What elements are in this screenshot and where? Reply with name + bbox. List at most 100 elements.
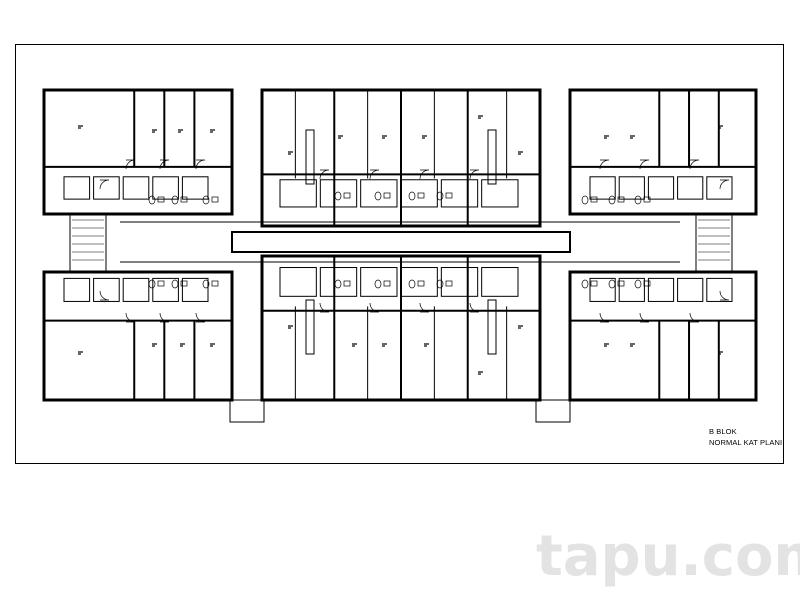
bathroom <box>152 176 179 200</box>
bathroom <box>93 277 120 302</box>
kitchen-counter <box>487 299 497 355</box>
sink-fixture <box>417 192 425 199</box>
toilet-fixture <box>374 191 382 201</box>
sink-fixture <box>180 196 188 203</box>
toilet-fixture <box>634 279 642 289</box>
sink-fixture <box>211 280 219 287</box>
bathroom <box>400 179 438 208</box>
door-swing <box>469 302 480 313</box>
bathroom <box>63 277 91 302</box>
bathroom <box>481 267 519 297</box>
wing-outline <box>568 88 758 216</box>
sink-fixture <box>211 196 219 203</box>
bathroom <box>589 176 616 200</box>
door-swing <box>99 290 110 301</box>
bathroom <box>122 277 150 302</box>
toilet-fixture <box>171 195 179 205</box>
bathroom <box>677 176 704 200</box>
wing-outline <box>42 270 234 402</box>
bathroom <box>400 267 438 297</box>
toilet-fixture <box>374 279 382 289</box>
toilet-fixture <box>171 279 179 289</box>
door-swing <box>419 169 430 180</box>
stair-core <box>695 213 733 273</box>
door-swing <box>319 302 330 313</box>
door-swing <box>125 159 136 170</box>
bathroom <box>63 176 91 200</box>
corridor <box>231 231 571 253</box>
toilet-fixture <box>334 191 342 201</box>
door-swing <box>319 169 330 180</box>
sink-fixture <box>343 280 351 287</box>
sanitary-fixtures <box>148 191 651 289</box>
bathroom <box>319 179 358 208</box>
toilet-fixture <box>608 279 616 289</box>
door-swing <box>719 179 730 190</box>
plan-caption: B BLOK NORMAL KAT PLANI <box>709 426 782 448</box>
bathroom <box>647 176 675 200</box>
drawing-frame <box>15 44 784 464</box>
door-swing <box>369 169 380 180</box>
toilet-fixture <box>436 279 444 289</box>
toilet-fixture <box>202 279 210 289</box>
door-swing <box>159 312 170 323</box>
bathroom <box>279 267 317 297</box>
bathroom <box>706 176 733 200</box>
bathroom <box>181 277 209 302</box>
sink-fixture <box>383 280 391 287</box>
kitchen-counter <box>305 129 315 185</box>
kitchen-counter <box>305 299 315 355</box>
plan-title: NORMAL KAT PLANI <box>709 438 783 447</box>
bathroom <box>589 277 616 302</box>
sink-fixture <box>157 280 165 287</box>
sink-fixture <box>643 280 651 287</box>
toilet-fixture <box>408 279 416 289</box>
bathroom <box>706 277 733 302</box>
bathroom <box>181 176 209 200</box>
door-swing <box>719 290 730 301</box>
balcony <box>535 399 571 423</box>
balcony <box>229 399 265 423</box>
bathroom <box>618 277 645 302</box>
bathroom <box>360 267 398 297</box>
door-swing <box>99 179 110 190</box>
door-swing <box>639 312 650 323</box>
door-swing <box>599 312 610 323</box>
door-swings <box>99 159 730 323</box>
sink-fixture <box>643 196 651 203</box>
sink-fixture <box>617 280 625 287</box>
toilet-fixture <box>148 279 156 289</box>
toilet-fixture <box>436 191 444 201</box>
bathroom <box>122 176 150 200</box>
door-swing <box>689 312 700 323</box>
sink-fixture <box>445 192 453 199</box>
kitchen-counter <box>487 129 497 185</box>
door-swing <box>639 159 650 170</box>
door-swing <box>159 159 170 170</box>
door-swing <box>369 302 380 313</box>
toilet-fixture <box>634 195 642 205</box>
door-swing <box>419 302 430 313</box>
toilet-fixture <box>608 195 616 205</box>
sink-fixture <box>417 280 425 287</box>
sink-fixture <box>157 196 165 203</box>
bathroom <box>677 277 704 302</box>
bathroom <box>440 267 479 297</box>
stair-core <box>69 213 107 273</box>
bathroom <box>279 179 317 208</box>
toilet-fixture <box>581 279 589 289</box>
sink-fixture <box>590 196 598 203</box>
sink-fixture <box>445 280 453 287</box>
wing-outline <box>42 88 234 216</box>
bathroom <box>440 179 479 208</box>
bathroom <box>360 179 398 208</box>
wing-outline <box>568 270 758 402</box>
sink-fixture <box>590 280 598 287</box>
sink-fixture <box>383 192 391 199</box>
door-swing <box>469 169 480 180</box>
door-swing <box>125 312 136 323</box>
bathroom <box>152 277 179 302</box>
bathroom <box>647 277 675 302</box>
bathroom <box>319 267 358 297</box>
